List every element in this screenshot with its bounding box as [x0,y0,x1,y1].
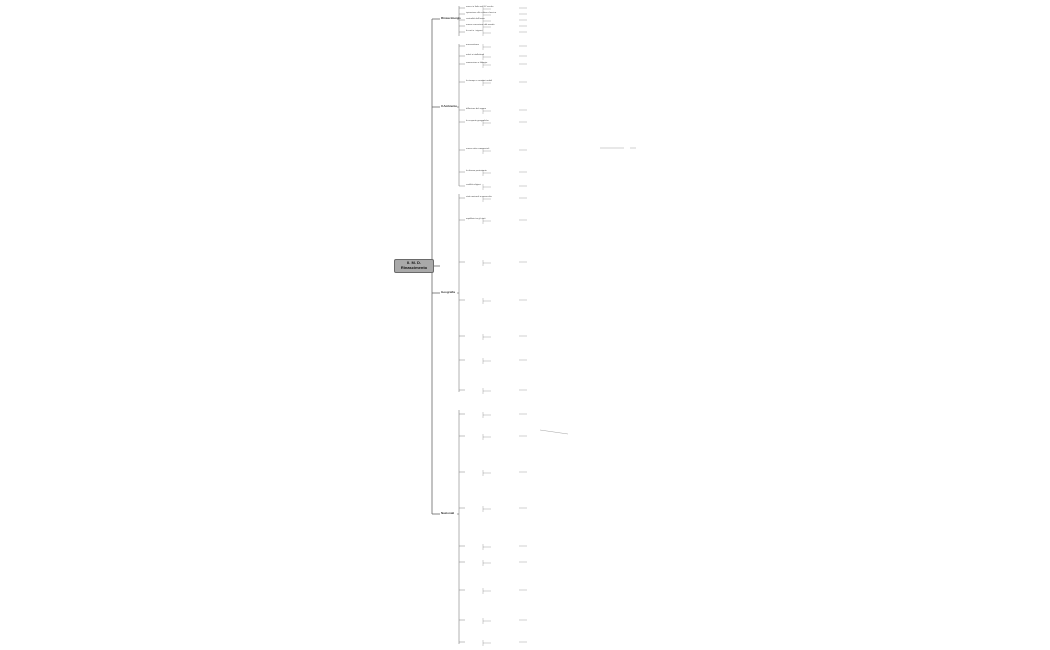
leaf-node[interactable]: artisti e intellettuali [466,54,484,57]
leaf-node[interactable]: mecenatismo [466,44,480,47]
leaf-node[interactable]: le scoperte geografiche [466,120,489,123]
branch-ambiente[interactable]: Il Ambiente [441,104,458,108]
branch-rinascimento[interactable]: Rinascimento [441,16,461,20]
leaf-node[interactable]: stati nazionali e monarchie [466,196,492,199]
leaf-node[interactable]: nuove rotte commerciali [466,148,490,151]
leaf-node[interactable]: la stampa a caratteri mobili [466,80,493,83]
branch-nazionali[interactable]: Nazionali [441,511,455,515]
root-subtitle: Rinascimento [400,265,428,270]
leaf-node[interactable]: nuova concezione del mondo [466,24,495,27]
leaf-node[interactable]: le corti e i signori [466,30,483,33]
leaf-node[interactable]: diffusione del sapere [466,108,487,111]
leaf-node[interactable]: conflitti religiosi [466,184,481,187]
branch-geografia[interactable]: Geografia [441,290,456,294]
leaf-node[interactable]: la riforma protestante [466,170,487,173]
leaf-node[interactable]: nasce in Italia nel XV secolo [466,6,494,9]
leaf-node[interactable]: ispirazione alla cultura classica [466,12,497,15]
leaf-node[interactable]: centralità dell'uomo [466,18,485,21]
root-title: Il. M. D. [407,260,421,266]
leaf-node[interactable]: equilibrio tra gli stati [466,218,486,221]
root-node[interactable]: Il. M. D. Rinascimento [394,259,434,273]
connector-line [539,429,569,435]
leaf-node[interactable]: umanesimo e filologia [466,62,488,65]
